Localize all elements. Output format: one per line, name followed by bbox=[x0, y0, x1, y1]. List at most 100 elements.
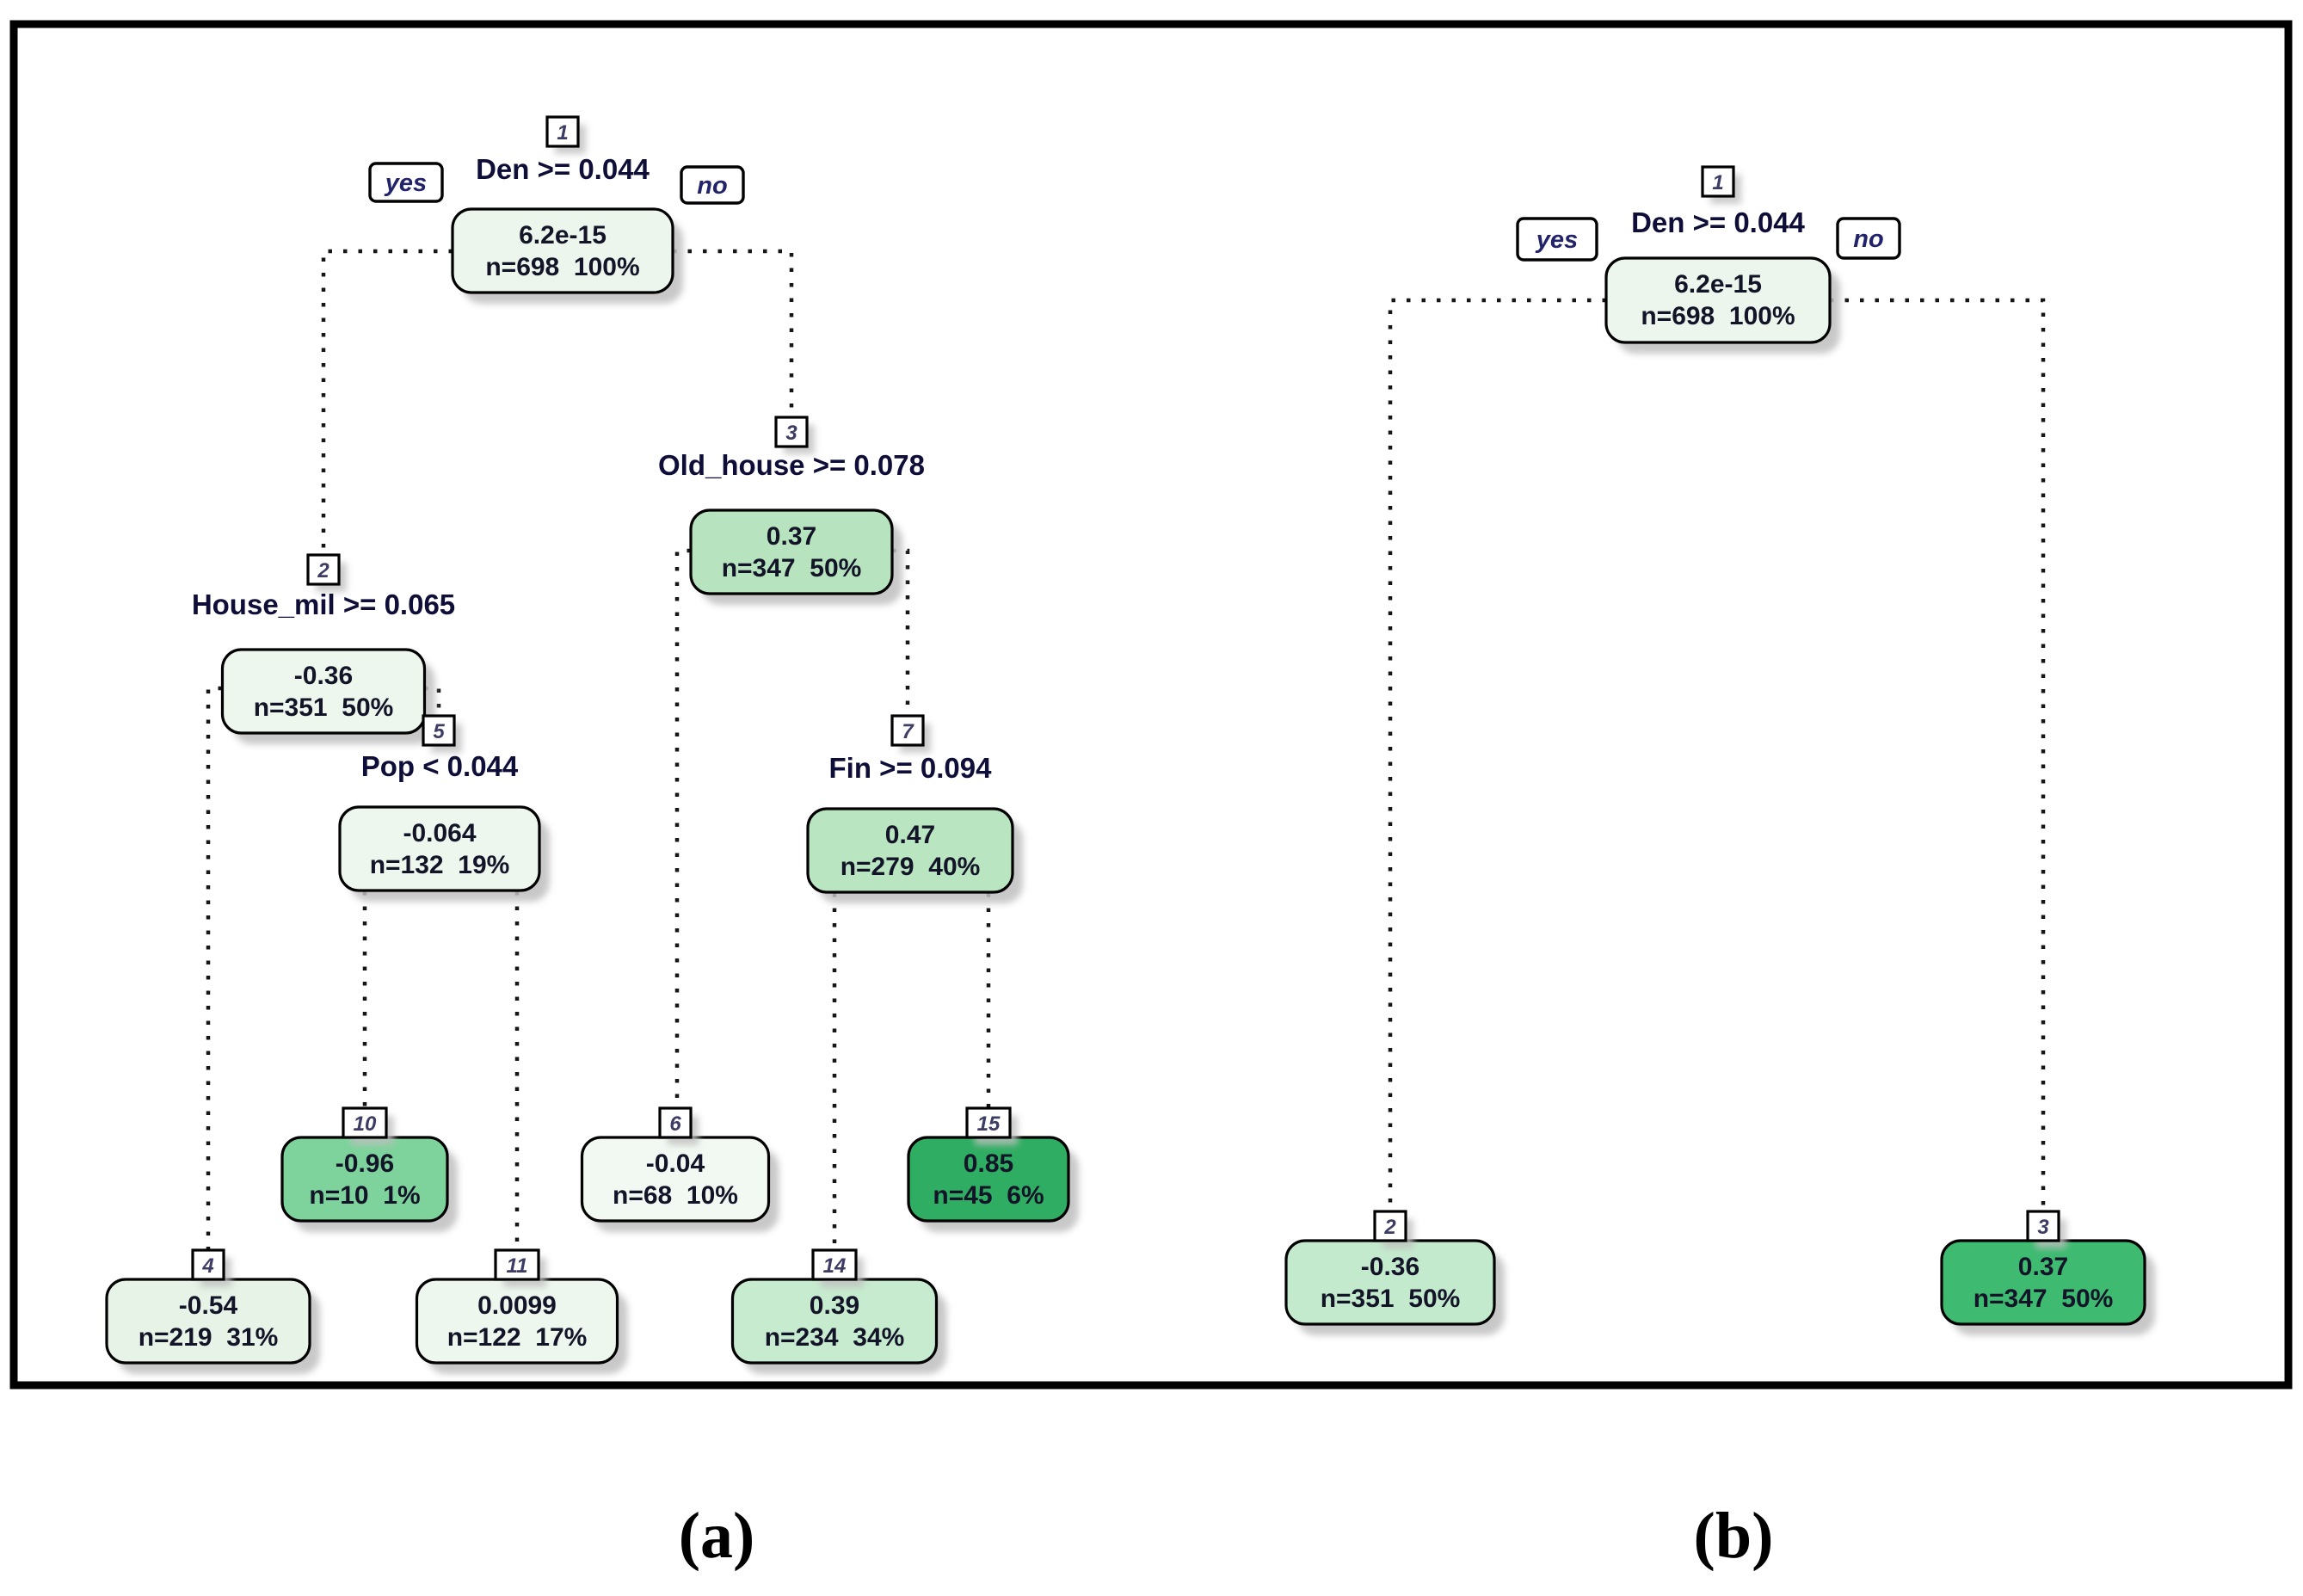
node-stats: n=122 17% bbox=[447, 1323, 588, 1352]
node-box bbox=[1604, 256, 1832, 344]
node-stats: n=698 100% bbox=[1641, 302, 1795, 330]
node-number-badge bbox=[422, 714, 456, 747]
node-stats: n=45 6% bbox=[933, 1181, 1044, 1210]
no-badge-label: no bbox=[697, 172, 727, 200]
node-number: 3 bbox=[2037, 1216, 2049, 1239]
node-number-badge bbox=[965, 1106, 1012, 1139]
yes-badge: yes bbox=[368, 162, 444, 203]
node-value: 0.0099 bbox=[477, 1291, 557, 1320]
node-number-badge bbox=[2026, 1210, 2060, 1242]
node-number-badge bbox=[890, 714, 925, 747]
node-number: 15 bbox=[977, 1112, 1001, 1136]
node-number: 14 bbox=[823, 1254, 847, 1278]
yes-badge-box bbox=[368, 162, 444, 203]
node-value: -0.064 bbox=[403, 819, 476, 847]
node-number: 1 bbox=[1712, 171, 1723, 194]
node-number-badge bbox=[811, 1248, 858, 1281]
split-label: Old_house >= 0.078 bbox=[658, 449, 925, 481]
node-value: 0.85 bbox=[964, 1149, 1013, 1178]
split-label: Fin >= 0.094 bbox=[829, 752, 993, 784]
yes-badge: yes bbox=[1516, 217, 1598, 262]
yes-badge-label: yes bbox=[1535, 226, 1578, 254]
node-number-badge bbox=[1701, 165, 1735, 198]
node-value: -0.96 bbox=[336, 1149, 394, 1178]
tree-b-node-2: -0.36n=351 50%2 bbox=[1284, 1210, 1505, 1335]
node-number: 3 bbox=[785, 422, 797, 445]
node-value: 6.2e-15 bbox=[519, 221, 607, 250]
node-value: -0.54 bbox=[179, 1291, 238, 1320]
node-stats: n=10 1% bbox=[309, 1181, 420, 1210]
node-number: 1 bbox=[557, 121, 568, 145]
node-number-badge bbox=[545, 115, 580, 148]
no-badge-box bbox=[1836, 217, 1901, 260]
split-label: House_mil >= 0.065 bbox=[192, 588, 455, 620]
node-number: 11 bbox=[507, 1254, 528, 1278]
tree-edge bbox=[424, 686, 441, 716]
caption-b: (b) bbox=[1693, 1500, 1774, 1572]
node-number-badge bbox=[774, 416, 809, 448]
node-value: 0.37 bbox=[767, 522, 816, 551]
node-number-badge bbox=[1373, 1210, 1407, 1242]
split-label: Den >= 0.044 bbox=[1631, 206, 1805, 238]
node-number: 7 bbox=[902, 720, 914, 743]
node-stats: n=351 50% bbox=[254, 693, 394, 722]
node-value: -0.36 bbox=[1361, 1253, 1419, 1281]
node-stats: n=68 10% bbox=[613, 1181, 738, 1210]
node-value: -0.04 bbox=[646, 1149, 705, 1178]
tree-a-node-15: 0.85 n=45 6% 15 bbox=[907, 1106, 1079, 1232]
no-badge: no bbox=[1836, 217, 1901, 260]
no-badge-label: no bbox=[1853, 225, 1883, 253]
tree-a-node-10: -0.96 n=10 1% 10 bbox=[280, 1106, 458, 1232]
tree-edge bbox=[892, 548, 910, 716]
node-number-badge bbox=[658, 1106, 693, 1139]
node-stats: n=234 34% bbox=[765, 1323, 905, 1352]
node-number-badge bbox=[191, 1248, 225, 1281]
node-number: 10 bbox=[354, 1112, 377, 1136]
node-number: 2 bbox=[317, 559, 329, 582]
node-stats: n=279 40% bbox=[841, 853, 981, 881]
node-box bbox=[338, 805, 541, 892]
tree-b-node-3: 0.37 n=347 50% 3 bbox=[1940, 1210, 2155, 1335]
node-stats: n=347 50% bbox=[722, 554, 862, 582]
node-stats: n=219 31% bbox=[139, 1323, 279, 1352]
node-stats: n=132 19% bbox=[370, 851, 510, 879]
node-number-badge bbox=[342, 1106, 388, 1139]
node-box bbox=[689, 508, 894, 595]
tree-edge bbox=[1830, 298, 2046, 1211]
node-value: 0.47 bbox=[885, 821, 935, 849]
caption-a: (a) bbox=[678, 1500, 755, 1572]
tree-edge bbox=[673, 249, 794, 417]
node-value: 6.2e-15 bbox=[1674, 270, 1762, 299]
node-stats: n=347 50% bbox=[1974, 1285, 2114, 1313]
node-box bbox=[806, 807, 1014, 894]
node-number: 4 bbox=[201, 1254, 213, 1278]
node-number-badge bbox=[306, 553, 341, 586]
tree-a-node-4: -0.54 n=219 31% 4 bbox=[105, 1248, 320, 1374]
yes-badge-label: yes bbox=[384, 169, 427, 197]
node-box bbox=[220, 648, 427, 735]
tree-a-node-11: 0.0099 n=122 17% 11 bbox=[415, 1248, 628, 1374]
tree-a-node-6: -0.04 n=68 10% 6 bbox=[580, 1106, 779, 1232]
node-value: 0.37 bbox=[2018, 1253, 2068, 1281]
node-value: -0.36 bbox=[294, 662, 353, 690]
tree-a-node-14: 0.39 n=234 34% 14 bbox=[730, 1248, 947, 1374]
split-label: Den >= 0.044 bbox=[476, 153, 650, 185]
no-badge: no bbox=[680, 165, 745, 205]
split-label: Pop < 0.044 bbox=[361, 750, 519, 782]
tree-edge bbox=[321, 249, 453, 555]
node-number-badge bbox=[494, 1248, 540, 1281]
node-number: 6 bbox=[669, 1112, 681, 1136]
node-number: 5 bbox=[433, 720, 445, 743]
node-value: 0.39 bbox=[810, 1291, 859, 1320]
node-stats: n=351 50% bbox=[1321, 1285, 1461, 1313]
